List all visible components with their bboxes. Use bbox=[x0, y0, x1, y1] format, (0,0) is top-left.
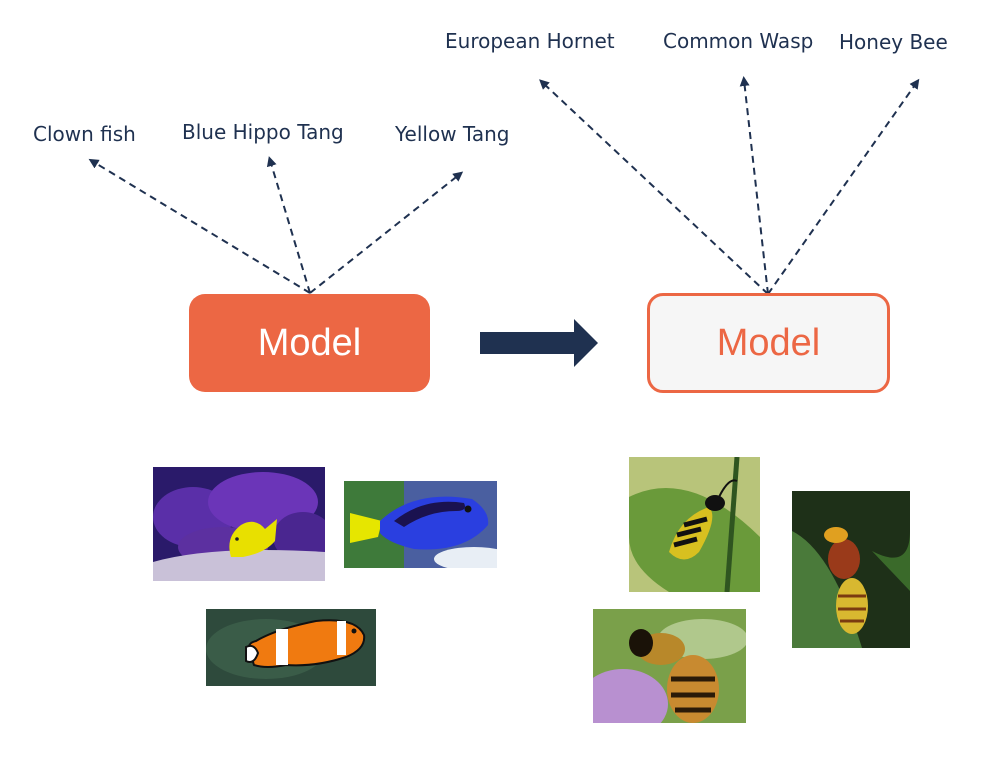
output-label-honey-bee: Honey Bee bbox=[839, 30, 948, 54]
blue-hippo-tang-photo bbox=[344, 481, 497, 568]
european-hornet-photo bbox=[792, 491, 910, 648]
model-label: Model bbox=[257, 321, 362, 364]
arrow-to-honey-bee bbox=[767, 78, 920, 295]
arrow-to-clown-fish bbox=[88, 158, 311, 294]
common-wasp-photo bbox=[629, 457, 760, 592]
clown-fish-photo bbox=[206, 609, 376, 686]
output-label-european-hornet: European Hornet bbox=[445, 29, 615, 53]
output-label-common-wasp: Common Wasp bbox=[663, 29, 814, 53]
output-label-clown-fish: Clown fish bbox=[33, 122, 136, 146]
honey-bee-photo bbox=[593, 609, 746, 723]
yellow-tang-photo bbox=[153, 467, 325, 581]
model-box-original: Model bbox=[189, 294, 430, 392]
output-label-yellow-tang: Yellow Tang bbox=[395, 122, 510, 146]
output-label-blue-hippo-tang: Blue Hippo Tang bbox=[182, 120, 344, 144]
model-box-retrained: Model bbox=[647, 293, 890, 393]
arrow-to-yellow-tang bbox=[309, 171, 464, 294]
model-label: Model bbox=[716, 321, 821, 364]
right-arrow-icon bbox=[480, 319, 598, 367]
arrow-to-european-hornet bbox=[539, 79, 769, 295]
arrow-to-common-wasp bbox=[739, 76, 769, 295]
